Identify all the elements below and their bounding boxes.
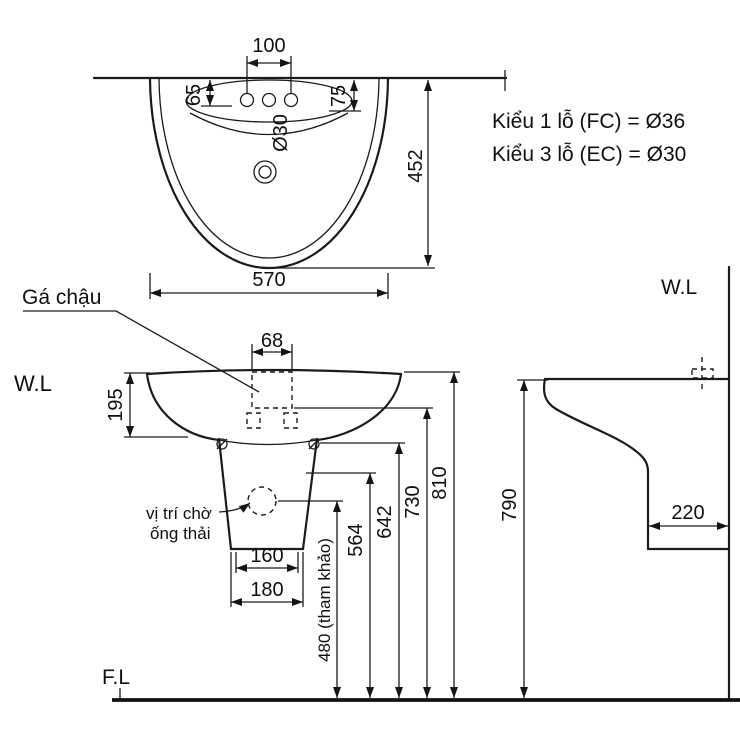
bowl-underside bbox=[218, 439, 318, 446]
waste-callout: vị trí chờ ống thải bbox=[146, 502, 251, 543]
dim-depth-right: 75 bbox=[328, 80, 361, 112]
dimension-value: 452 bbox=[405, 149, 427, 182]
dim-side-height: 790 bbox=[499, 379, 548, 698]
waste-label-line1: vị trí chờ bbox=[146, 504, 212, 523]
floor: F.L bbox=[102, 666, 740, 702]
dimension-value: 642 bbox=[374, 505, 396, 538]
top-view bbox=[92, 70, 508, 270]
bracket-callout: Gá chậu bbox=[22, 286, 260, 393]
dim-trap-inner-width: 160 bbox=[235, 545, 299, 573]
dim-basin-width: 570 bbox=[149, 269, 389, 299]
faucet-hole-center bbox=[261, 92, 277, 108]
notes: Kiểu 1 lỗ (FC) = Ø36 Kiểu 3 lỗ (EC) = Ø3… bbox=[492, 110, 686, 166]
dim-bracket-width: 68 bbox=[251, 330, 293, 369]
bowl-right-profile bbox=[315, 372, 403, 442]
dim-depth-left: 65 bbox=[183, 80, 232, 107]
bracket-lug-left bbox=[246, 412, 261, 429]
dimension-value: 790 bbox=[499, 488, 521, 521]
basin-outline-inner bbox=[158, 78, 380, 259]
rim-top bbox=[145, 368, 403, 376]
bracket-label: Gá chậu bbox=[22, 286, 101, 309]
dimension-value: 195 bbox=[105, 388, 127, 421]
note-line-2: Kiểu 3 lỗ (EC) = Ø30 bbox=[492, 143, 686, 166]
dimension-value: 730 bbox=[402, 485, 424, 518]
drain-hole-outer bbox=[253, 160, 277, 184]
dimension-value: 564 bbox=[345, 523, 367, 556]
leader-arrow bbox=[218, 502, 251, 513]
faucet-hole-right bbox=[283, 92, 299, 108]
fixing-bolt-left-slash bbox=[216, 438, 228, 450]
basin-bowl-front-edge bbox=[189, 112, 349, 136]
basin-outline-outer bbox=[148, 77, 390, 270]
dim-height-730: 730 bbox=[294, 407, 433, 698]
faucet-hole-hidden bbox=[691, 368, 714, 379]
dimension-value: 180 bbox=[250, 579, 283, 601]
water-line-label-left: W.L bbox=[14, 371, 52, 396]
dim-height-642: 642 bbox=[320, 442, 405, 698]
dim-hole-spacing: 100 bbox=[246, 35, 292, 93]
drain-hole-inner bbox=[258, 165, 272, 179]
bracket-hidden-outline bbox=[251, 371, 293, 409]
dimension-value: 810 bbox=[429, 466, 451, 499]
dim-rim-to-bracket: 195 bbox=[105, 372, 188, 438]
dimension-value: 160 bbox=[250, 545, 283, 567]
dimension-value: 68 bbox=[261, 330, 283, 352]
dimension-value: 100 bbox=[252, 35, 285, 57]
side-view bbox=[542, 357, 730, 551]
fixing-bolt-right-slash bbox=[308, 438, 320, 450]
dimension-value: 480 (tham khảo) bbox=[315, 538, 334, 662]
dimension-value: 570 bbox=[252, 269, 285, 291]
dim-side-depth: 220 bbox=[649, 502, 728, 530]
bowl-side-profile bbox=[542, 377, 650, 551]
fixing-bolt-right bbox=[308, 438, 320, 450]
floor-line-label: F.L bbox=[102, 666, 130, 689]
faucet-hole-left bbox=[239, 92, 255, 108]
bowl-left-profile bbox=[145, 372, 221, 442]
fixing-bolt-left bbox=[216, 438, 228, 450]
waste-label-line2: ống thải bbox=[150, 524, 211, 543]
dim-height-480-ref: 480 (tham khảo) bbox=[278, 500, 343, 698]
dimension-value: 220 bbox=[671, 502, 704, 524]
dim-trap-outer-width: 180 bbox=[230, 552, 304, 607]
water-line-label-right: W.L bbox=[661, 276, 697, 299]
leader-line bbox=[23, 310, 260, 393]
dimension-value: 65 bbox=[183, 84, 205, 106]
shroud-right-edge bbox=[301, 437, 319, 551]
dim-height-564: 564 bbox=[306, 472, 376, 698]
front-view bbox=[145, 368, 403, 551]
bracket-lug-right bbox=[283, 412, 298, 429]
dimension-value: 75 bbox=[328, 85, 350, 107]
shroud-left-edge bbox=[217, 437, 233, 551]
hole-diameter-label: Ø30 bbox=[270, 114, 292, 152]
waste-pipe-circle bbox=[247, 486, 277, 516]
dim-basin-depth: 452 bbox=[273, 80, 435, 269]
dim-height-810: 810 bbox=[404, 371, 460, 698]
note-line-1: Kiểu 1 lỗ (FC) = Ø36 bbox=[492, 110, 685, 133]
